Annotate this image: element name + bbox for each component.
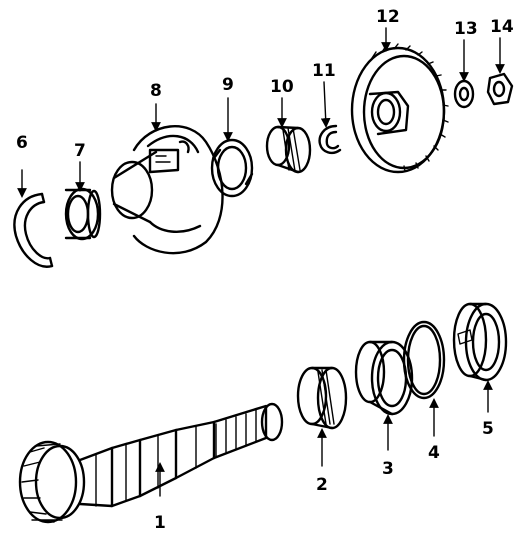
part-11-small-ring bbox=[318, 124, 342, 155]
part-3-race bbox=[354, 340, 414, 416]
callout-2: 2 bbox=[316, 475, 328, 495]
part-6-snap-ring bbox=[13, 192, 54, 268]
callout-4: 4 bbox=[428, 443, 440, 463]
part-10-bearing bbox=[265, 125, 312, 174]
part-9-race bbox=[210, 138, 254, 198]
callout-6: 6 bbox=[16, 133, 28, 153]
part-1-shaft bbox=[18, 402, 284, 524]
part-8-retainer bbox=[110, 125, 224, 255]
part-12-gear bbox=[350, 43, 449, 174]
callout-7: 7 bbox=[74, 141, 86, 161]
callout-8: 8 bbox=[150, 81, 162, 101]
callout-12: 12 bbox=[376, 7, 400, 27]
callout-10: 10 bbox=[270, 77, 294, 97]
part-2-bearing bbox=[296, 366, 348, 430]
callout-3: 3 bbox=[382, 459, 394, 479]
callout-labels: 6 7 8 9 10 11 12 13 14 1 2 3 4 5 bbox=[16, 7, 514, 533]
callout-9: 9 bbox=[222, 75, 234, 95]
part-7-seal bbox=[64, 187, 102, 241]
callout-5: 5 bbox=[482, 419, 494, 439]
part-14-nut bbox=[486, 72, 514, 106]
callout-1: 1 bbox=[154, 513, 166, 533]
part-13-washer bbox=[453, 79, 475, 109]
part-4-ring bbox=[402, 320, 446, 400]
callout-14: 14 bbox=[490, 17, 514, 37]
part-5-cup bbox=[452, 302, 508, 382]
leader-arrows bbox=[17, 27, 505, 497]
callout-13: 13 bbox=[454, 19, 478, 39]
callout-11: 11 bbox=[312, 61, 336, 81]
